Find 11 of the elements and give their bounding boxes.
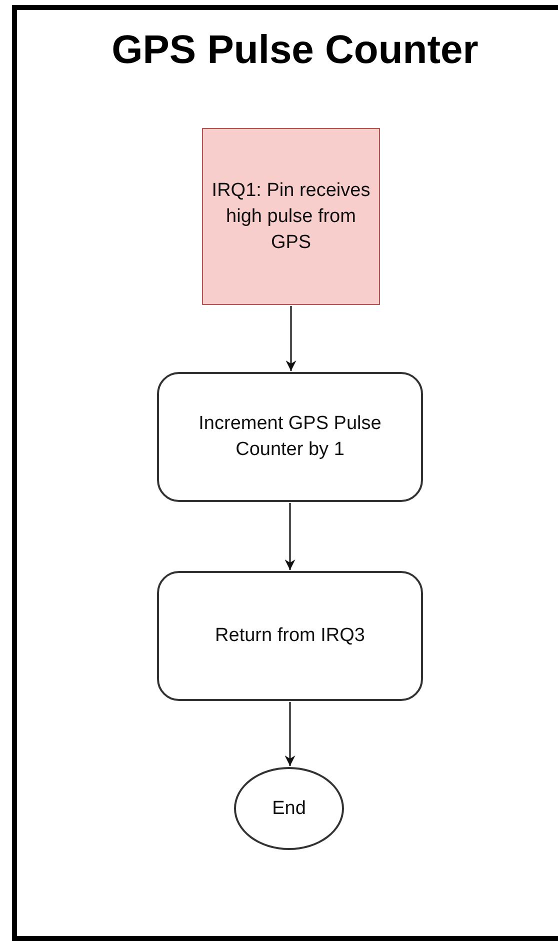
arrow (286, 306, 296, 371)
process-box (157, 571, 423, 701)
process-box (202, 128, 380, 305)
process-box (157, 372, 423, 502)
node-text: IRQ1: Pin receives high pulse from GPS (211, 178, 371, 254)
node-text: Increment GPS Pulse Counter by 1 (198, 412, 382, 462)
node-text: Return from IRQ3 (215, 624, 365, 648)
arrow (284, 503, 296, 570)
node-text: End (272, 796, 306, 820)
arrow (284, 702, 296, 766)
title: GPS Pulse Counter (110, 27, 480, 74)
